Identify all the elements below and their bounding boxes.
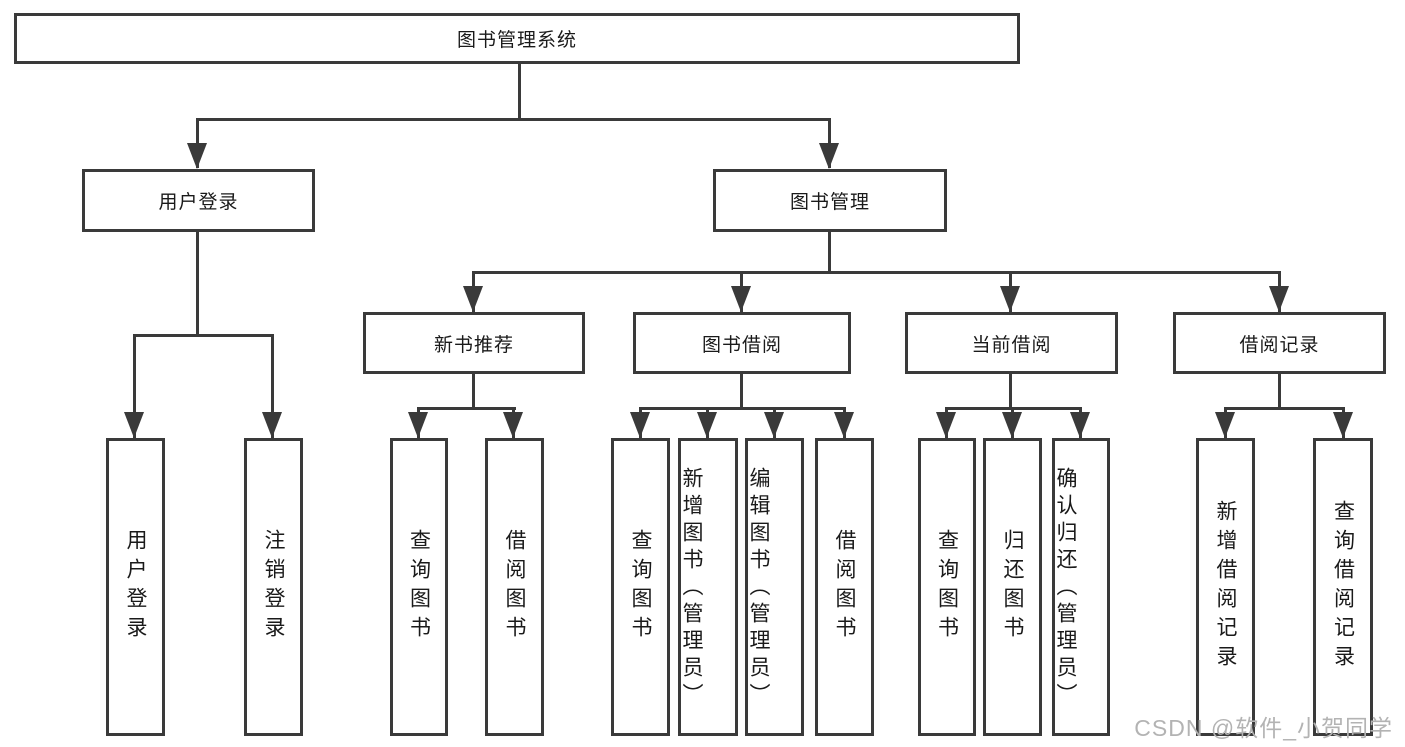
leaf-label: 查询图书 bbox=[407, 529, 431, 645]
node-new-book-recommendation: 新书推荐 bbox=[363, 312, 585, 374]
node-label: 新书推荐 bbox=[433, 334, 514, 356]
leaf-edit-books-admin: 编辑图书（管理员） bbox=[745, 438, 804, 736]
arrow-down-icon bbox=[834, 412, 854, 438]
arrow-down-icon bbox=[697, 412, 717, 438]
leaf-borrow-books-borrowing: 借阅图书 bbox=[815, 438, 874, 736]
leaf-query-borrow-record: 查询借阅记录 bbox=[1313, 438, 1373, 736]
arrow-down-icon bbox=[124, 412, 144, 438]
leaf-user-login: 用户登录 bbox=[106, 438, 165, 736]
arrow-down-icon bbox=[731, 286, 751, 312]
connector-vline bbox=[518, 63, 521, 120]
connector-hline bbox=[472, 271, 1281, 274]
arrow-down-icon bbox=[1002, 412, 1022, 438]
leaf-confirm-return-admin: 确认归还（管理员） bbox=[1052, 438, 1110, 736]
node-current-borrowing: 当前借阅 bbox=[905, 312, 1118, 374]
connector-vline bbox=[1278, 373, 1281, 410]
leaf-label: 新增图书（管理员） bbox=[680, 467, 703, 710]
arrow-down-icon bbox=[936, 412, 956, 438]
node-label: 图书借阅 bbox=[701, 334, 782, 356]
node-book-management: 图书管理 bbox=[713, 169, 947, 232]
arrow-down-icon bbox=[1215, 412, 1235, 438]
leaf-add-books-admin: 新增图书（管理员） bbox=[678, 438, 738, 736]
connector-hline bbox=[639, 407, 846, 410]
leaf-add-borrow-record: 新增借阅记录 bbox=[1196, 438, 1255, 736]
arrow-down-icon bbox=[463, 286, 483, 312]
arrow-down-icon bbox=[503, 412, 523, 438]
leaf-label: 编辑图书（管理员） bbox=[747, 467, 770, 710]
arrow-down-icon bbox=[262, 412, 282, 438]
leaf-query-books-borrowing: 查询图书 bbox=[611, 438, 670, 736]
connector-vline bbox=[472, 373, 475, 410]
connector-vline bbox=[271, 334, 274, 438]
connector-vline bbox=[1009, 373, 1012, 410]
node-label: 图书管理 bbox=[789, 192, 870, 213]
arrow-down-icon bbox=[630, 412, 650, 438]
connector-vline bbox=[740, 373, 743, 410]
arrow-down-icon bbox=[408, 412, 428, 438]
node-user-login: 用户登录 bbox=[82, 169, 315, 232]
connector-hline bbox=[133, 334, 274, 337]
node-label: 当前借阅 bbox=[971, 334, 1052, 356]
arrow-down-icon bbox=[1269, 286, 1289, 312]
leaf-label: 借阅图书 bbox=[503, 529, 526, 645]
leaf-label: 归还图书 bbox=[1001, 529, 1024, 645]
connector-vline bbox=[196, 232, 199, 336]
leaf-label: 查询借阅记录 bbox=[1331, 500, 1355, 674]
leaf-label: 注销登录 bbox=[262, 529, 285, 645]
connector-hline bbox=[1224, 407, 1345, 410]
leaf-borrow-books-recommend: 借阅图书 bbox=[485, 438, 544, 736]
leaf-label: 确认归还（管理员） bbox=[1054, 467, 1077, 710]
leaf-return-books: 归还图书 bbox=[983, 438, 1042, 736]
arrow-down-icon bbox=[187, 143, 207, 169]
connector-hline bbox=[417, 407, 516, 410]
leaf-label: 借阅图书 bbox=[833, 529, 856, 645]
leaf-label: 查询图书 bbox=[629, 529, 652, 645]
arrow-down-icon bbox=[1070, 412, 1090, 438]
leaf-label: 用户登录 bbox=[124, 529, 147, 645]
node-label: 借阅记录 bbox=[1239, 334, 1320, 356]
connector-vline bbox=[828, 232, 831, 273]
leaf-query-books-recommend: 查询图书 bbox=[390, 438, 448, 736]
node-borrowing-records: 借阅记录 bbox=[1173, 312, 1386, 374]
watermark: CSDN @软件_小贺同学 bbox=[1134, 715, 1393, 741]
node-label: 图书管理系统 bbox=[456, 30, 577, 51]
leaf-label: 查询图书 bbox=[935, 529, 959, 645]
arrow-down-icon bbox=[1000, 286, 1020, 312]
arrow-down-icon bbox=[1333, 412, 1353, 438]
connector-hline bbox=[196, 118, 831, 121]
leaf-query-books-current: 查询图书 bbox=[918, 438, 976, 736]
arrow-down-icon bbox=[764, 412, 784, 438]
arrow-down-icon bbox=[819, 143, 839, 169]
node-label: 用户登录 bbox=[158, 192, 239, 213]
leaf-label: 新增借阅记录 bbox=[1214, 500, 1237, 674]
node-book-borrowing: 图书借阅 bbox=[633, 312, 851, 374]
leaf-logout: 注销登录 bbox=[244, 438, 303, 736]
node-library-management-system: 图书管理系统 bbox=[14, 13, 1020, 64]
connector-vline bbox=[133, 334, 136, 438]
